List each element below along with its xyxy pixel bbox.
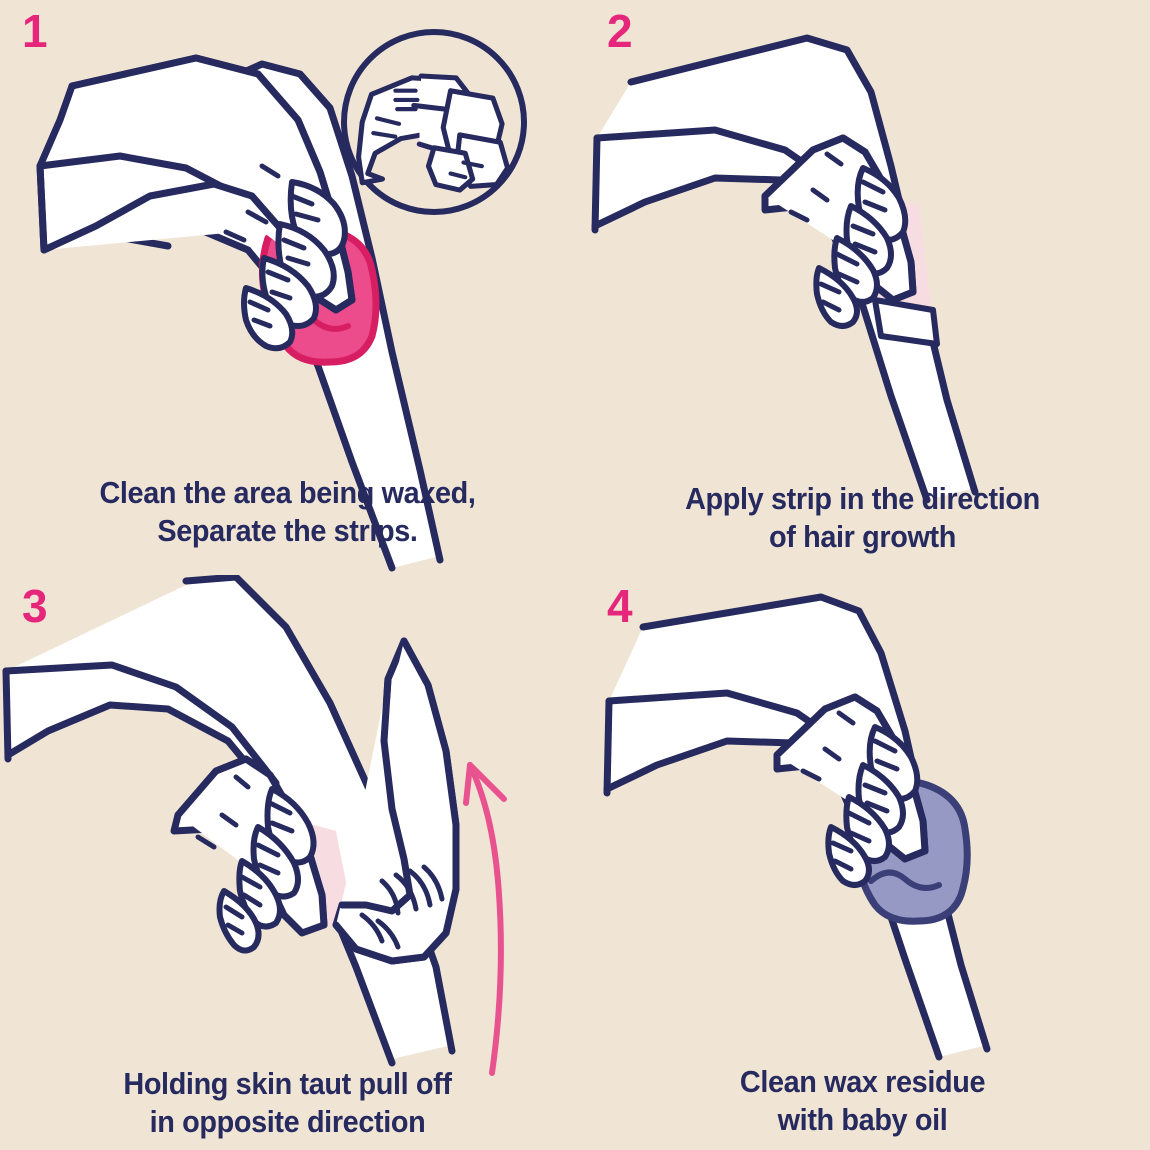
step-number-2: 2: [607, 5, 633, 57]
step-panel-4: 4: [575, 575, 1150, 1150]
step-panel-1: 1: [0, 0, 575, 575]
step-panel-2: 2: [575, 0, 1150, 575]
step-number-4: 4: [607, 580, 633, 632]
wax-strip-tab: [872, 297, 940, 347]
step-caption-2: Apply strip in the direction of hair gro…: [685, 481, 1040, 554]
upward-pull-arrow: [463, 762, 507, 1076]
step-caption-4: Clean wax residue with baby oil: [739, 1064, 986, 1137]
step-caption-3: Holding skin taut pull off in opposite d…: [123, 1066, 452, 1139]
illustration-step-3: [2, 575, 507, 1076]
wax-strip-separation-inset: [341, 29, 527, 215]
illustration-step-1: [36, 29, 527, 572]
step-caption-1: Clean the area being waxed, Separate the…: [99, 475, 476, 548]
step-number-3: 3: [22, 580, 48, 632]
illustration-step-4: [603, 593, 991, 1061]
step-number-1: 1: [22, 5, 48, 57]
illustration-step-2: [591, 34, 979, 504]
step-panel-3: 3: [0, 575, 575, 1150]
